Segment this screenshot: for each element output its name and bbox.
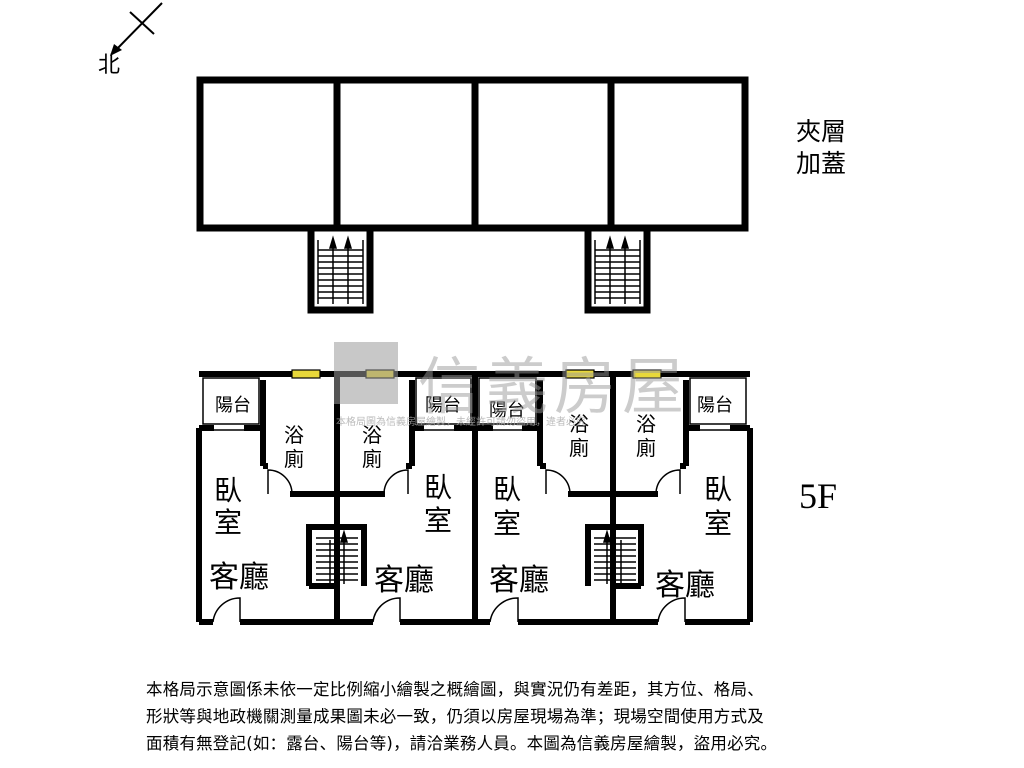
disclaimer-line-2: 形狀等與地政機關測量成果圖未必一致，仍須以房屋現場為準；現場空間使用方式及 — [146, 707, 764, 726]
mezzanine-label-line2: 加蓋 — [796, 149, 847, 178]
bedroom-label-2b: 室 — [424, 504, 452, 537]
balcony-label-1: 陽台 — [215, 395, 251, 416]
living-label-2: 客廳 — [374, 563, 434, 598]
bedroom-label-4b: 室 — [704, 507, 732, 540]
disclaimer: 本格局示意圖係未依一定比例縮小繪製之概繪圖，與實況仍有差距，其方位、格局、 形狀… — [146, 676, 936, 757]
bedroom-label-4a: 臥 — [704, 473, 732, 506]
living-label-4: 客廳 — [655, 568, 715, 603]
bedroom-label-2a: 臥 — [424, 471, 452, 504]
bath-label-3a: 浴 — [569, 412, 589, 436]
balcony-label-3: 陽台 — [489, 400, 525, 421]
mezzanine-stair-left — [317, 235, 364, 304]
door-swings — [212, 469, 686, 623]
bath-label-1a: 浴 — [284, 423, 304, 447]
bedroom-label-1a: 臥 — [214, 474, 242, 507]
mezzanine-plan — [196, 76, 749, 314]
bath-label-2b: 廁 — [362, 447, 382, 471]
balcony-label-4: 陽台 — [697, 395, 733, 416]
bath-label-4b: 廁 — [636, 436, 656, 460]
floor-5f-stair-right — [594, 529, 636, 584]
mezzanine-stair-right — [594, 235, 641, 304]
bath-label-4a: 浴 — [636, 412, 656, 436]
mezzanine-label-line1: 夾層 — [796, 117, 847, 146]
bedroom-label-1b: 室 — [214, 506, 242, 539]
floor-5f-stair-left — [316, 529, 358, 584]
north-label: 北 — [98, 53, 120, 78]
watermark-notice: 本格局圖為信義房屋繪製，未經許可請勿盜用，違者必究 — [336, 417, 586, 428]
bath-label-3b: 廁 — [569, 436, 589, 460]
mezzanine-label: 夾層 加蓋 — [796, 116, 846, 180]
disclaimer-line-1: 本格局示意圖係未依一定比例縮小繪製之概繪圖，與實況仍有差距，其方位、格局、 — [146, 680, 764, 699]
balcony-label-2: 陽台 — [425, 395, 461, 416]
living-label-3: 客廳 — [489, 563, 549, 598]
floor-label: 5F — [799, 476, 838, 516]
disclaimer-line-3: 面積有無登記(如：露台、陽台等)，請洽業務人員。本圖為信義房屋繪製，盜用必究。 — [146, 734, 778, 753]
north-arrow-icon — [110, 2, 163, 56]
balcony-outlines — [202, 377, 747, 431]
bedroom-label-3b: 室 — [493, 507, 521, 540]
bath-label-2a: 浴 — [362, 423, 382, 447]
bedroom-label-3a: 臥 — [493, 473, 521, 506]
bath-label-1b: 廁 — [284, 447, 304, 471]
living-label-1: 客廳 — [209, 560, 269, 595]
